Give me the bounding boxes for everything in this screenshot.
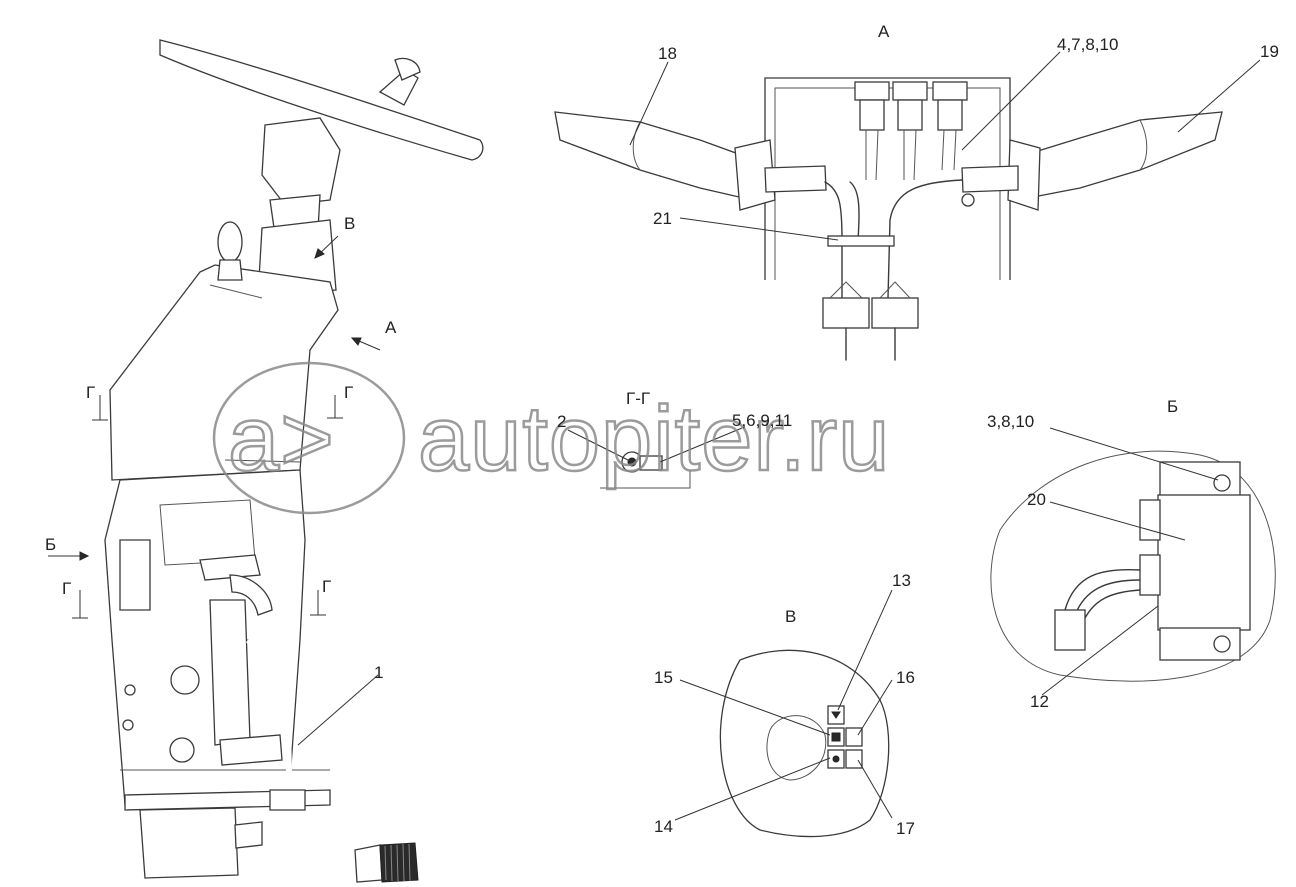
callout-12: 12 [1030, 692, 1049, 711]
callout-13: 13 [892, 571, 911, 590]
callout-2: 2 [557, 412, 566, 431]
callout-15: 15 [654, 668, 673, 687]
section-label-g3: Г [62, 579, 71, 598]
svg-text:a>: a> [228, 388, 335, 490]
callout-17: 17 [896, 819, 915, 838]
autopiter-logo-icon: a> [212, 361, 406, 515]
callout-14: 14 [654, 817, 673, 836]
callout-5-6-9-11: 5,6,9,11 [732, 411, 792, 430]
callout-21: 21 [653, 209, 672, 228]
view-label-a: А [878, 22, 890, 41]
section-label-g4: Г [322, 577, 331, 596]
view-label-b: Б [1167, 397, 1178, 416]
arrow-label-v: В [344, 214, 355, 233]
steering-column-main-view [104, 39, 484, 883]
section-label-g1: Г [86, 383, 95, 402]
callout-1: 1 [374, 663, 383, 682]
view-label-gg: Г-Г [626, 389, 650, 408]
view-label-v: В [785, 607, 796, 626]
section-marks [48, 235, 381, 619]
view-a-dashboard [554, 77, 1223, 361]
watermark: a> autopiter.ru [212, 361, 891, 515]
arrow-label-b: Б [45, 535, 56, 554]
callout-20: 20 [1027, 490, 1046, 509]
leader-lines [297, 51, 1261, 821]
view-v-switch-panel [719, 649, 890, 838]
callout-18: 18 [658, 44, 677, 63]
arrow-label-a: А [385, 318, 397, 337]
view-b-relay [990, 450, 1276, 682]
watermark-text: autopiter.ru [418, 388, 890, 490]
callout-19: 19 [1260, 42, 1279, 61]
callout-16: 16 [896, 668, 915, 687]
callout-4-7-8-10: 4,7,8,10 [1057, 35, 1118, 54]
section-label-g2: Г [344, 383, 353, 402]
labels: А Б В Г-Г В А Б Г Г Г Г 1 2 12 13 14 15 … [45, 22, 1279, 838]
callout-3-8-10: 3,8,10 [987, 412, 1034, 431]
